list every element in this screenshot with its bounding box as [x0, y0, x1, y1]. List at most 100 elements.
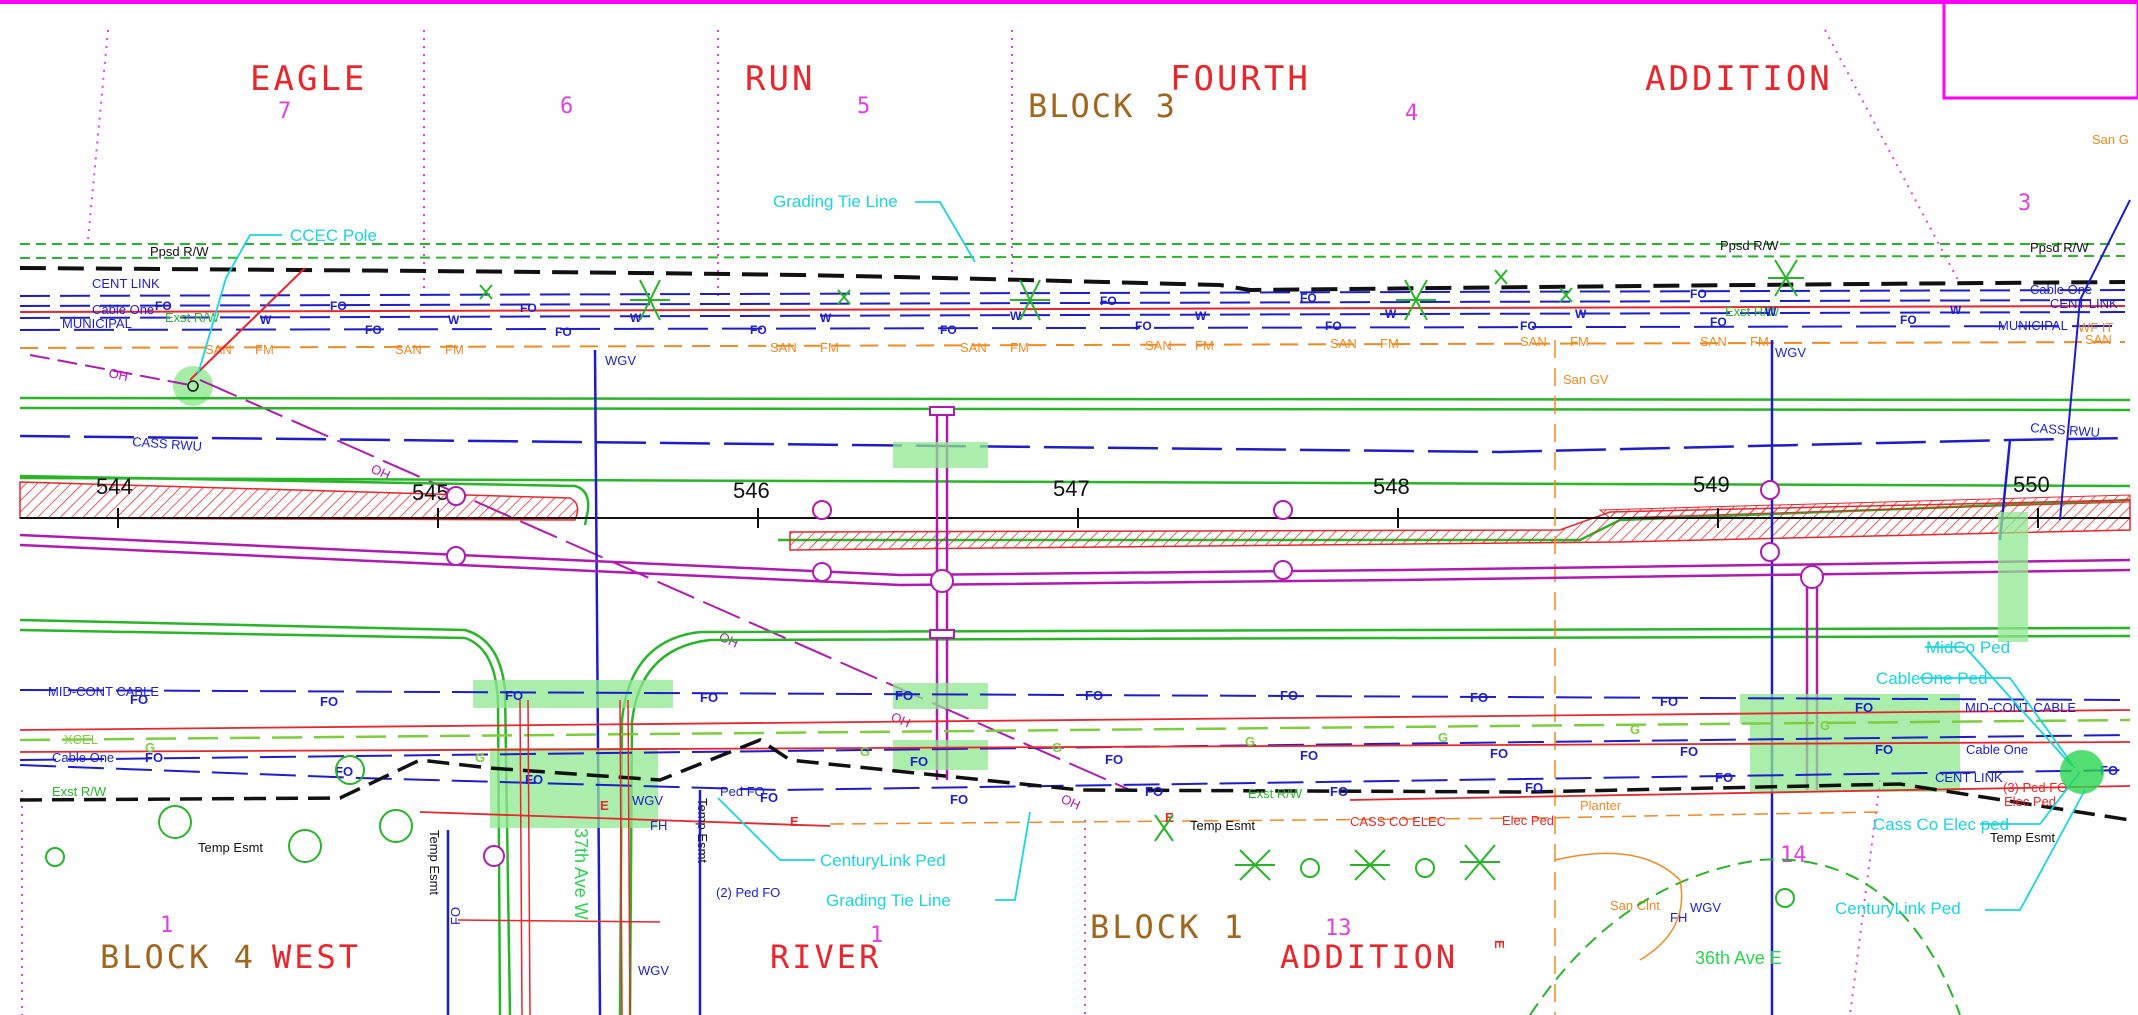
midco-ped-callout: MidCo Ped [1926, 638, 2010, 657]
proposed-row-lines-top [19, 243, 2126, 259]
cable-one-label: Cable One [52, 750, 114, 765]
fo-tag: FO [1280, 688, 1298, 703]
fo-tag: FO [1875, 742, 1893, 757]
fo-tag: FO [1690, 287, 1707, 301]
station-label: 544 [96, 474, 133, 499]
title-block-box [1942, 0, 2138, 100]
top-utility-labels: Ppsd R/W Ppsd R/W Ppsd R/W CENT LINK Cab… [62, 132, 2129, 387]
ccec-pole-callout: CCEC Pole [290, 226, 377, 245]
fo-tag: FO [1300, 748, 1318, 763]
oh-tags: OH OH OH OH OH [107, 365, 1082, 812]
fiber-tags-top: FO FO FO FO FO FO FO FO FO FO FO FO FO F… [155, 287, 1917, 339]
lot-number: 5 [857, 94, 870, 119]
fo-tag: FO [320, 694, 338, 709]
w-tag: W [1385, 307, 1397, 321]
fo-tag: FO [910, 754, 928, 769]
lot-number: 1 [160, 913, 173, 938]
fo-tag: FO [1145, 784, 1163, 799]
fo-tag: FO [330, 299, 347, 313]
street-edges-bottom [457, 699, 661, 1015]
fo-tag: FO [1300, 291, 1317, 305]
planter-outline [1554, 852, 1683, 961]
fh-label: FH [650, 818, 667, 833]
fo-tag: FO [1100, 294, 1117, 308]
exst-row-label: Exst R/W [1725, 304, 1780, 319]
water-main-cass-rwu [19, 434, 2131, 454]
subdivision-word-3: FOURTH [1170, 59, 1311, 99]
san-tag: SAN [960, 340, 987, 355]
g-tag: G [1630, 722, 1640, 737]
fo-tag: FO [750, 323, 767, 337]
station-labels: 544 545 546 547 548 549 550 [96, 472, 2050, 505]
vertical-water-lines [593, 340, 2012, 1015]
fo-tag: FO [1085, 688, 1103, 703]
wgv-label: WGV [1775, 345, 1806, 360]
fo-tag: FO [1660, 694, 1678, 709]
subdivision-name-bottom: BLOCK 4 WEST RIVER BLOCK 1 ADDITION [100, 908, 1458, 976]
w-tag: W [260, 313, 272, 327]
fo-tag: FO [525, 772, 543, 787]
cass-rwu-labels: CASS RWU CASS RWU [132, 420, 2101, 454]
fo-tag: FO [1855, 700, 1873, 715]
electric-lines-lower [19, 709, 2131, 827]
fo-tag: FO [1715, 770, 1733, 785]
gas-line [19, 718, 2131, 742]
ped-fo-label: Ped FO [720, 784, 765, 799]
fo-tag: FO [520, 301, 537, 315]
fo-tag: FO [1900, 313, 1917, 327]
san-tag: SAN [2085, 332, 2112, 347]
street-label-36th: 36th Ave E [1695, 948, 1782, 968]
existing-row-line-top [19, 266, 2126, 293]
lot-number: 1 [870, 923, 883, 948]
gas-tags: G G G G G G G G [145, 718, 1830, 765]
municipal-label: MUNICIPAL [1998, 318, 2068, 333]
subdivision-word-4: ADDITION [1645, 59, 1833, 99]
fo-tag: FO [1325, 319, 1342, 333]
w-tag: W [1195, 309, 1207, 323]
temp-esmt-label: Temp Esmt [1990, 830, 2055, 845]
mid-cont-cable-label: MID-CONT CABLE [1965, 700, 2076, 715]
elec-ped-label: Elec Ped [1502, 813, 1554, 828]
w-tag: W [1950, 303, 1962, 317]
fiber-lines-lower [19, 689, 2131, 792]
fo-tag: FO [1470, 690, 1488, 705]
subdivision-name-top: EAGLE RUN FOURTH ADDITION [250, 59, 1833, 99]
sanitary-force-main-top [19, 341, 2126, 349]
lot-numbers: 7 6 5 4 3 1 1 13 14 [160, 94, 2031, 948]
san-tag: SAN [1700, 334, 1727, 349]
cable-one-label: Cable One [1966, 742, 2028, 757]
municipal-label: MUNICIPAL [62, 316, 132, 331]
w-tag: W [1010, 309, 1022, 323]
fm-tag: FM [1380, 336, 1399, 351]
wgv-label: WGV [605, 353, 636, 368]
fo-tag: FO [555, 325, 572, 339]
cass-rwu-label: CASS RWU [2030, 420, 2101, 440]
electric-tags: E E E E [600, 798, 1507, 949]
lot-number: 13 [1325, 916, 1352, 941]
station-label: 547 [1053, 476, 1090, 501]
station-label: 545 [412, 480, 449, 505]
fo-tag: FO [2100, 763, 2118, 778]
g-tag: G [145, 740, 155, 755]
ppsd-row-label: Ppsd R/W [150, 244, 209, 259]
fm-tag: FM [820, 340, 839, 355]
fm-tag: FM [1010, 340, 1029, 355]
station-label: 550 [2013, 472, 2050, 497]
temp-esmt-label: Temp Esmt [1190, 818, 1255, 833]
fo-tag: FO [895, 688, 913, 703]
wf-it-label: WF IT [2078, 320, 2113, 335]
fo-tag: FO [1525, 780, 1543, 795]
shrub-symbols [45, 755, 1795, 908]
e-tag: E [1165, 810, 1174, 825]
block-label-top: BLOCK 3 [1028, 87, 1177, 125]
fo-tag: FO [1330, 784, 1348, 799]
g-tag: G [860, 744, 870, 759]
grading-tie-line-callout: Grading Tie Line [826, 891, 951, 910]
lot-lines-top [21, 29, 1959, 1015]
conduit-nodes [446, 406, 1824, 867]
station-label: 549 [1693, 472, 1730, 497]
centurylink-ped-callout: CenturyLink Ped [1835, 899, 1961, 918]
subdivision-word-addition: ADDITION [1280, 938, 1458, 976]
block-label-bottom-right: BLOCK 1 [1090, 908, 1246, 946]
subdivision-word-1: EAGLE [250, 59, 367, 99]
